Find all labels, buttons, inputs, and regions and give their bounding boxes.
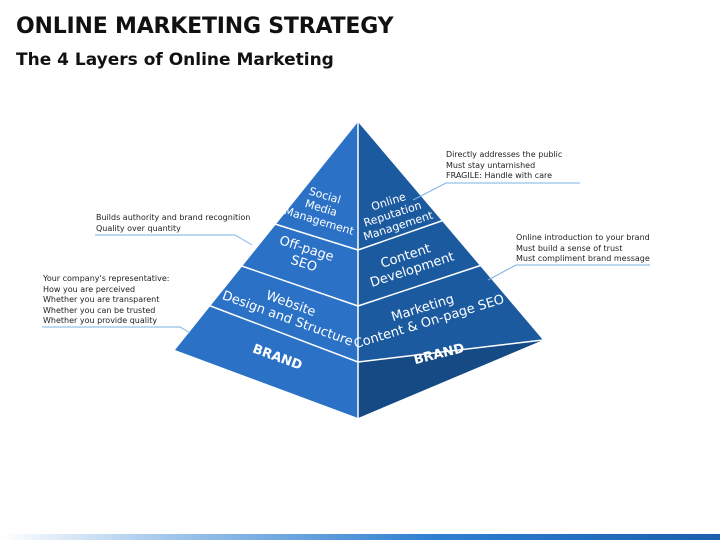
note-line: How you are perceived <box>43 284 136 294</box>
page-subtitle: The 4 Layers of Online Marketing <box>16 50 334 70</box>
divider-left-3 <box>199 301 359 363</box>
note-line: Online introduction to your brand <box>516 233 650 242</box>
note-low-left: Your company's representative: How you a… <box>43 274 169 327</box>
note-line: Must build a sense of trust <box>516 243 623 253</box>
note-line: Whether you provide quality <box>43 316 158 325</box>
note-line: Must stay untarnished <box>446 160 536 170</box>
pyramid-right-face <box>358 122 543 418</box>
divider-right-3 <box>357 339 544 363</box>
bottom-accent-bar <box>0 534 720 540</box>
note-mid-left: Builds authority and brand recognition Q… <box>96 213 250 234</box>
note-top-right: Directly addresses the public Must stay … <box>446 150 562 182</box>
note-line: Whether you can be trusted <box>43 305 156 315</box>
layer-dividers <box>199 122 544 418</box>
note-line: Your company's representative: <box>43 274 170 283</box>
note-line: Must compliment brand message <box>516 254 650 263</box>
divider-left-2 <box>229 261 359 307</box>
note-mid-right: Online introduction to your brand Must b… <box>516 233 650 265</box>
divider-right-1 <box>357 217 451 251</box>
note-line: FRAGILE: Handle with care <box>446 171 553 180</box>
leader-top-right <box>412 182 580 201</box>
divider-right-2 <box>357 264 483 307</box>
leader-lines <box>42 182 650 334</box>
pyramid-left-face <box>175 122 358 418</box>
note-line: Whether you are transparent <box>43 295 160 304</box>
page-title: ONLINE MARKETING STRATEGY <box>16 14 394 39</box>
leader-low-left <box>42 326 191 334</box>
note-line: Quality over quantity <box>96 223 181 233</box>
leader-mid-left <box>95 234 253 246</box>
note-line: Builds authority and brand recognition <box>96 213 251 222</box>
pyramid-right-base-shade <box>358 340 543 418</box>
divider-left-1 <box>261 219 359 251</box>
note-line: Directly addresses the public <box>446 150 563 159</box>
leader-mid-right <box>487 264 650 281</box>
